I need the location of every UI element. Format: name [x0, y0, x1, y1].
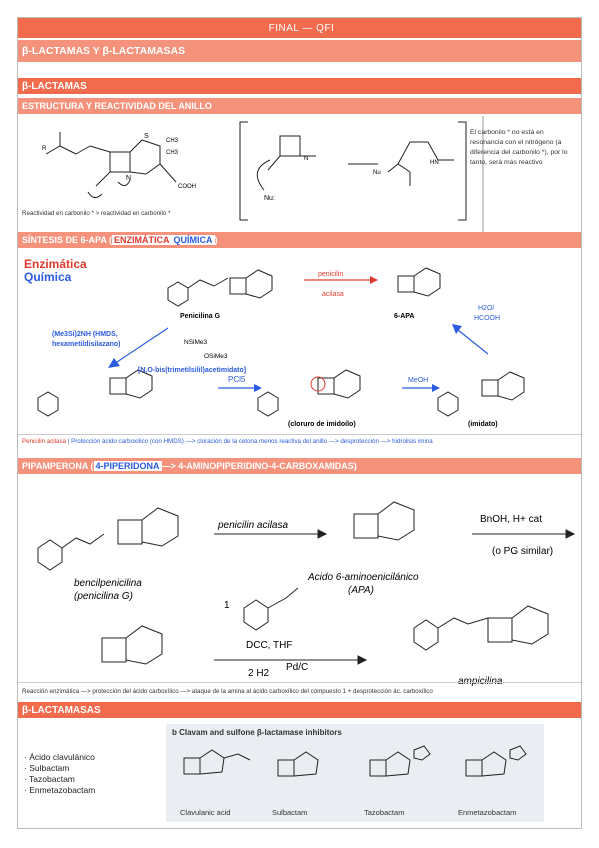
bnoh-reagent: BnOH, H+ cat — [480, 514, 542, 525]
figure-label-enmetazobactam: Enmetazobactam — [458, 808, 517, 817]
enzyme-name-top: penicilin — [318, 271, 343, 278]
main-title-bar: β-LACTAMAS Y β-LACTAMASAS — [18, 40, 581, 62]
compound-1-label: 1 — [224, 600, 230, 611]
inhibitor-enmetazobactam: Enmetazobactam — [29, 785, 96, 795]
benzylpenicillin-label: bencilpenicilina — [74, 578, 142, 589]
imidoyl-chloride-label: (cloruro de imidoílo) — [288, 421, 356, 428]
header-title: FINAL — QFI — [268, 22, 335, 34]
subsection-6apa-chemical-tag: QUÍMICA — [171, 235, 215, 245]
protecting-group-note: (o PG similar) — [492, 546, 553, 557]
water-reagent-1: H2O/ — [478, 305, 494, 312]
subsection-6apa-bar: SÍNTESIS DE 6-APA ( ENZIMÁTICA QUÍMICA ) — [18, 232, 581, 248]
inhibitor-list: · Ácido clavulánico · Sulbactam · Tazoba… — [24, 752, 95, 796]
water-reagent-2: HCOOH — [474, 315, 500, 322]
section-betalactamasas-title: β-LACTAMASAS — [22, 704, 101, 716]
apa-full-name: Acido 6-aminoenicilánico — [307, 572, 419, 583]
svg-text:S: S — [144, 133, 149, 140]
section-betalactamas-title: β-LACTAMAS — [22, 80, 87, 92]
figure-label-sulbactam: Sulbactam — [272, 808, 308, 817]
inhibitor-clavulanic: Ácido clavulánico — [29, 752, 95, 762]
hydrogen-reagent: 2 H2 — [248, 668, 270, 679]
svg-text:COOH: COOH — [178, 184, 196, 190]
synthesis-legend: Enzimática Química — [24, 258, 87, 284]
legend-enzymatic: Enzimática — [24, 257, 87, 271]
subsection-6apa-suffix: ) — [214, 235, 218, 245]
svg-text:R: R — [42, 146, 47, 152]
nucleophile-label: Nu: — [264, 195, 275, 202]
6apa-label: 6-APA — [394, 313, 414, 320]
pcl5-reagent: PCl5 — [228, 375, 246, 384]
page-header: FINAL — QFI — [18, 18, 581, 38]
pipamperona-title: PIPAMPERONA ( — [22, 461, 94, 471]
subsection-6apa-enzymatic-tag: ENZIMÁTICA — [112, 235, 172, 245]
pipamperona-highlight: 4-PIPERIDONA — [93, 461, 162, 471]
apa-synthesis-scheme: Penicilina G 6-APA penicilin acilasa (Me… — [37, 267, 525, 428]
6apa-summary-steps: | Protección ácido carboxílico (con HMDS… — [66, 438, 433, 445]
ampicillin-label: ampicilina — [458, 676, 503, 687]
section-betalactamasas-bar: β-LACTAMASAS — [18, 702, 581, 718]
divider-1 — [18, 434, 581, 435]
inhibitor-figure: b Clavam and sulfone β-lactamase inhibit… — [166, 724, 544, 822]
inhibitor-sulbactam: Sulbactam — [29, 763, 70, 773]
hmds-reagent-1: (Me3Si)2NH (HMDS, — [52, 331, 118, 338]
ampicillin-summary: Reacción enzimática —> protección del ác… — [22, 688, 433, 695]
dcc-thf-reagent: DCC, THF — [246, 640, 292, 651]
carbonyl-reactivity-note: El carbonilo * no está en resonancia con… — [470, 129, 568, 166]
meoh-reagent: MeOH — [408, 377, 428, 384]
pipamperona-title-suffix: —> 4-AMINOPIPERIDINO-4-CARBOXAMIDAS) — [161, 461, 357, 471]
section-pipamperona-bar: PIPAMPERONA (4-PIPERIDONA —> 4-AMINOPIPE… — [18, 458, 581, 474]
figure-label-clavulanic: Clavulanic acid — [180, 808, 231, 817]
penicillin-g-alias: (penicilina G) — [74, 591, 133, 602]
6apa-summary-enzyme: Penicilin acilasa — [22, 438, 67, 445]
list-item: · Sulbactam — [24, 763, 70, 773]
reactivity-comparison-note: Reactividad en carbonilo * > reactividad… — [22, 210, 171, 217]
bsa-label-3: [N,O-bis(trimetilsilil)acetimidato] — [138, 367, 246, 374]
hmds-reagent-2: hexametildisilazano) — [52, 341, 120, 348]
figure-label-tazobactam: Tazobactam — [364, 808, 405, 817]
legend-chemical: Química — [24, 270, 72, 284]
subsection-6apa-title: SÍNTESIS DE 6-APA ( — [22, 235, 113, 245]
ampicillin-synthesis-scheme: penicilin acilasa BnOH, H+ cat (o PG sim… — [37, 501, 576, 687]
apa-abbrev: (APA) — [348, 585, 374, 596]
inhibitor-structures — [183, 745, 527, 777]
nucleophile-label-product: Nu — [373, 170, 381, 176]
list-item: · Enmetazobactam — [24, 785, 96, 795]
pd-c-catalyst: Pd/C — [286, 662, 308, 673]
document-page: FINAL — QFI β-LACTAMAS Y β-LACTAMASAS β-… — [17, 17, 582, 829]
svg-text:CH3: CH3 — [166, 138, 179, 144]
list-item: · Ácido clavulánico — [24, 752, 95, 762]
svg-text:N: N — [304, 156, 308, 162]
section-betalactamas-bar: β-LACTAMAS — [18, 78, 581, 94]
imidate-label: (imidato) — [468, 421, 498, 428]
enzyme-name-bottom: acilasa — [322, 291, 344, 298]
penicillin-acylase-label: penicilin acilasa — [217, 520, 288, 531]
6apa-summary: Penicilin acilasa | Protección ácido car… — [22, 438, 433, 445]
svg-text:N: N — [126, 175, 131, 182]
penicillin-g-label: Penicilina G — [180, 313, 221, 320]
bsa-label-1: NSiMe3 — [184, 339, 208, 346]
ring-reactivity-diagram: R S CH3 CH3 COOH N Nu: Nu N HN — [42, 116, 484, 234]
inhibitor-tazobactam: Tazobactam — [29, 774, 75, 784]
subsection-structure-title: ESTRUCTURA Y REACTIVIDAD DEL ANILLO — [22, 101, 212, 111]
divider-2 — [18, 682, 581, 683]
bsa-label-2: OSiMe3 — [204, 353, 228, 360]
main-title: β-LACTAMAS Y β-LACTAMASAS — [22, 45, 186, 57]
figure-title: b Clavam and sulfone β-lactamase inhibit… — [172, 728, 342, 737]
svg-text:CH3: CH3 — [166, 150, 179, 156]
list-item: · Tazobactam — [24, 774, 75, 784]
svg-text:HN: HN — [430, 160, 439, 166]
subsection-structure-bar: ESTRUCTURA Y REACTIVIDAD DEL ANILLO — [18, 98, 581, 114]
